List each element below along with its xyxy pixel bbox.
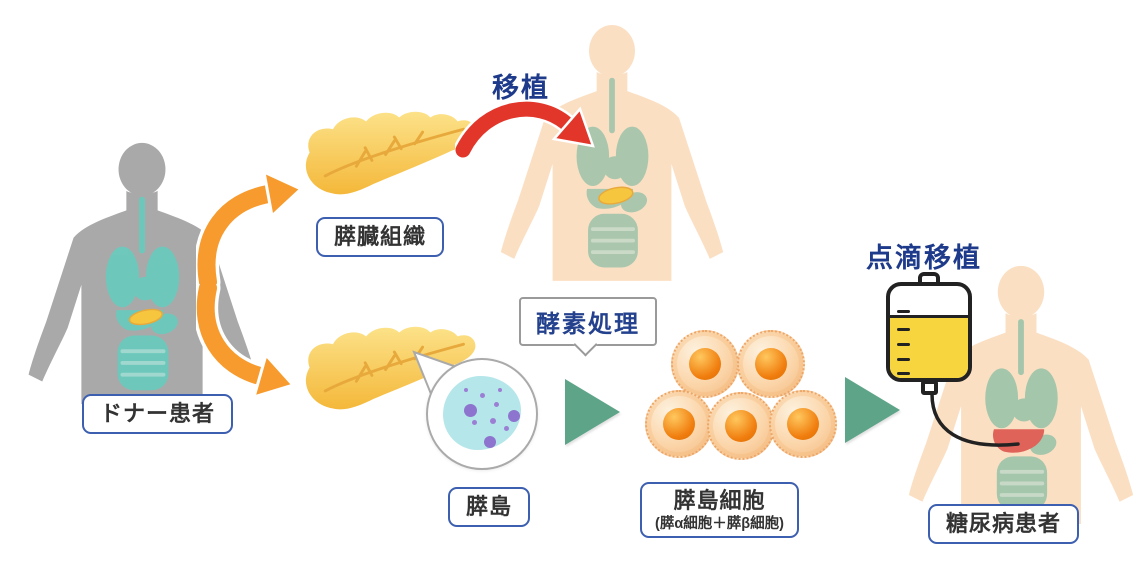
diabetic-patient-label: 糖尿病患者 xyxy=(928,504,1080,544)
islet-cell-icon xyxy=(769,390,837,458)
red-arrow-icon xyxy=(455,99,595,160)
recipient-pancreas-highlight xyxy=(598,186,634,205)
donor-pancreas-highlight xyxy=(128,308,163,326)
iv-tube xyxy=(930,394,1020,447)
islet-cell-cluster xyxy=(645,328,837,460)
process-arrow-1-icon xyxy=(565,379,620,445)
transplant-label: 移植 xyxy=(492,73,550,103)
orange-arrow-up-icon xyxy=(196,172,304,287)
iv-liquid xyxy=(890,315,968,378)
iv-bag-icon xyxy=(886,272,978,402)
pancreas-tissue-label: 膵臓組織 xyxy=(316,217,445,257)
islet-label: 膵島 xyxy=(448,487,531,527)
patient-organs xyxy=(985,319,1058,511)
islet-cell-icon xyxy=(671,330,739,398)
iv-transplant-label: 点滴移植 xyxy=(866,243,982,273)
enzyme-treatment-label: 酵素処理 xyxy=(536,311,640,338)
islet-cells-label: 膵島細胞 (膵α細胞＋膵β細胞) xyxy=(640,482,799,538)
islet-magnifier xyxy=(426,358,538,470)
patient-liver-highlight xyxy=(992,429,1045,453)
pancreas-tissue-icon xyxy=(305,111,476,195)
islet-cells-subtitle: (膵α細胞＋膵β細胞) xyxy=(655,515,784,532)
donor-patient-label: ドナー患者 xyxy=(82,394,234,434)
islet-cells-title: 膵島細胞 xyxy=(673,488,766,513)
islet-cell-icon xyxy=(645,390,713,458)
orange-arrow-down-icon xyxy=(196,284,296,400)
islet-cell-icon xyxy=(737,330,805,398)
islet-cell-icon xyxy=(707,392,775,460)
enzyme-treatment-bubble: 酵素処理 xyxy=(519,297,657,346)
process-arrow-2-icon xyxy=(845,377,900,443)
